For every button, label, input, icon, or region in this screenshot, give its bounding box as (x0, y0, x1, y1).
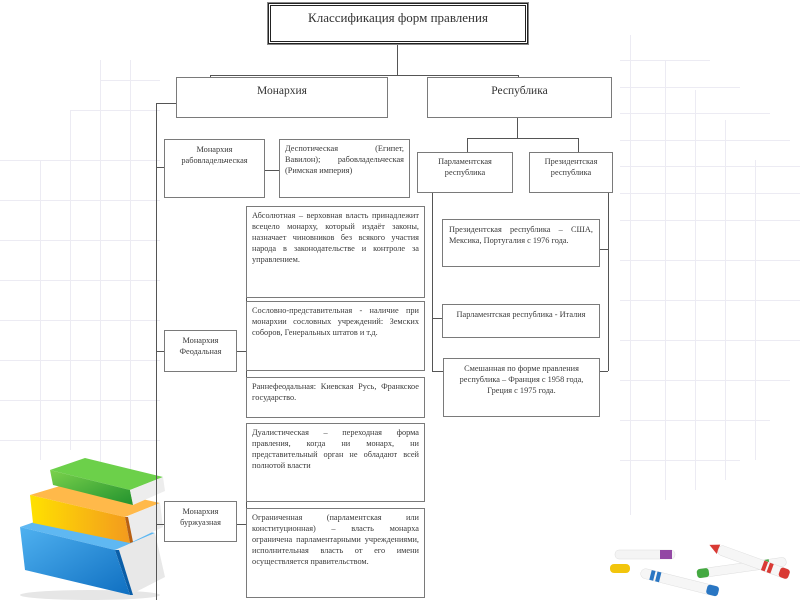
parliamentary-example-node: Парламентская республика - Италия (442, 304, 600, 338)
mixed-example-node: Смешанная по форме правления республика … (443, 358, 600, 417)
bourgeois-monarchy-node: Монархия буржуазная (164, 501, 237, 542)
slaveholding-detail-node: Деспотическая (Египет, Вавилон); рабовла… (279, 139, 410, 198)
feudal-absolute-node: Абсолютная – верховная власть принадлежи… (246, 206, 425, 298)
books-icon (20, 458, 165, 600)
bourgeois-dualistic-node: Дуалистическая – переходная форма правле… (246, 423, 425, 502)
bourgeois-monarchy-label: Монархия буржуазная (180, 507, 221, 527)
presidential-republic-node: Президентская республика (529, 152, 613, 193)
feudal-estate-representative-text: Сословно-представительная - наличие при … (252, 306, 419, 337)
feudal-early-node: Раннефеодальная: Киевская Русь, Франкско… (246, 377, 425, 418)
feudal-monarchy-node: Монархия Феодальная (164, 330, 237, 372)
slaveholding-monarchy-label: Монархия рабовладельческая (181, 145, 248, 165)
bourgeois-limited-node: Ограниченная (парламентская или конститу… (246, 508, 425, 598)
presidential-example-node: Президентская республика – США, Мексика,… (442, 219, 600, 267)
slaveholding-detail-text: Деспотическая (Египет, Вавилон); рабовла… (285, 144, 404, 175)
feudal-monarchy-label: Монархия Феодальная (179, 336, 222, 356)
monarchy-node: Монархия (176, 77, 388, 118)
bourgeois-limited-text: Ограниченная (парламентская или конститу… (252, 513, 419, 566)
parliamentary-example-text: Парламентская республика - Италия (456, 310, 586, 319)
diagram-title: Классификация форм правления (267, 2, 529, 45)
parliamentary-republic-node: Парламентская республика (417, 152, 513, 193)
republic-node: Республика (427, 77, 612, 118)
mixed-example-text: Смешанная по форме правления республика … (459, 364, 584, 395)
parliamentary-republic-label: Парламентская республика (438, 157, 492, 177)
feudal-estate-representative-node: Сословно-представительная - наличие при … (246, 301, 425, 371)
diagram-title-text: Классификация форм правления (308, 10, 488, 25)
monarchy-label: Монархия (257, 85, 307, 97)
markers-icon (610, 544, 790, 597)
bourgeois-dualistic-text: Дуалистическая – переходная форма правле… (252, 428, 419, 470)
feudal-early-text: Раннефеодальная: Киевская Русь, Франкско… (252, 382, 419, 402)
presidential-example-text: Президентская республика – США, Мексика,… (449, 225, 593, 245)
presidential-republic-label: Президентская республика (544, 157, 598, 177)
feudal-absolute-text: Абсолютная – верховная власть принадлежи… (252, 211, 419, 264)
republic-label: Республика (491, 85, 548, 97)
slaveholding-monarchy-node: Монархия рабовладельческая (164, 139, 265, 198)
